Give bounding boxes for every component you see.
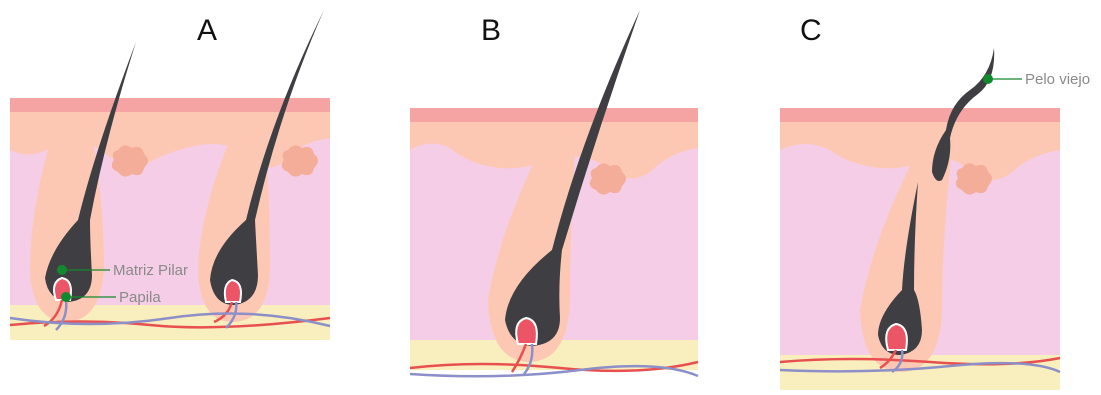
matrix-label: Matriz Pilar [113, 262, 188, 279]
panel-c-epidermis [780, 108, 1060, 122]
panel-b-skin-section [410, 10, 698, 376]
panel-c-skin-section: Pelo viejo [780, 48, 1090, 390]
panel-b-papilla [516, 318, 537, 344]
panel-a-skin-section: Matriz Pilar Papila [10, 10, 330, 340]
old-hair-label: Pelo viejo [1025, 71, 1090, 88]
panel-b-epidermis [410, 108, 698, 122]
papilla-label: Papila [119, 289, 161, 306]
panel-a-papilla-2 [225, 280, 241, 302]
panel-c-papilla [886, 324, 907, 350]
